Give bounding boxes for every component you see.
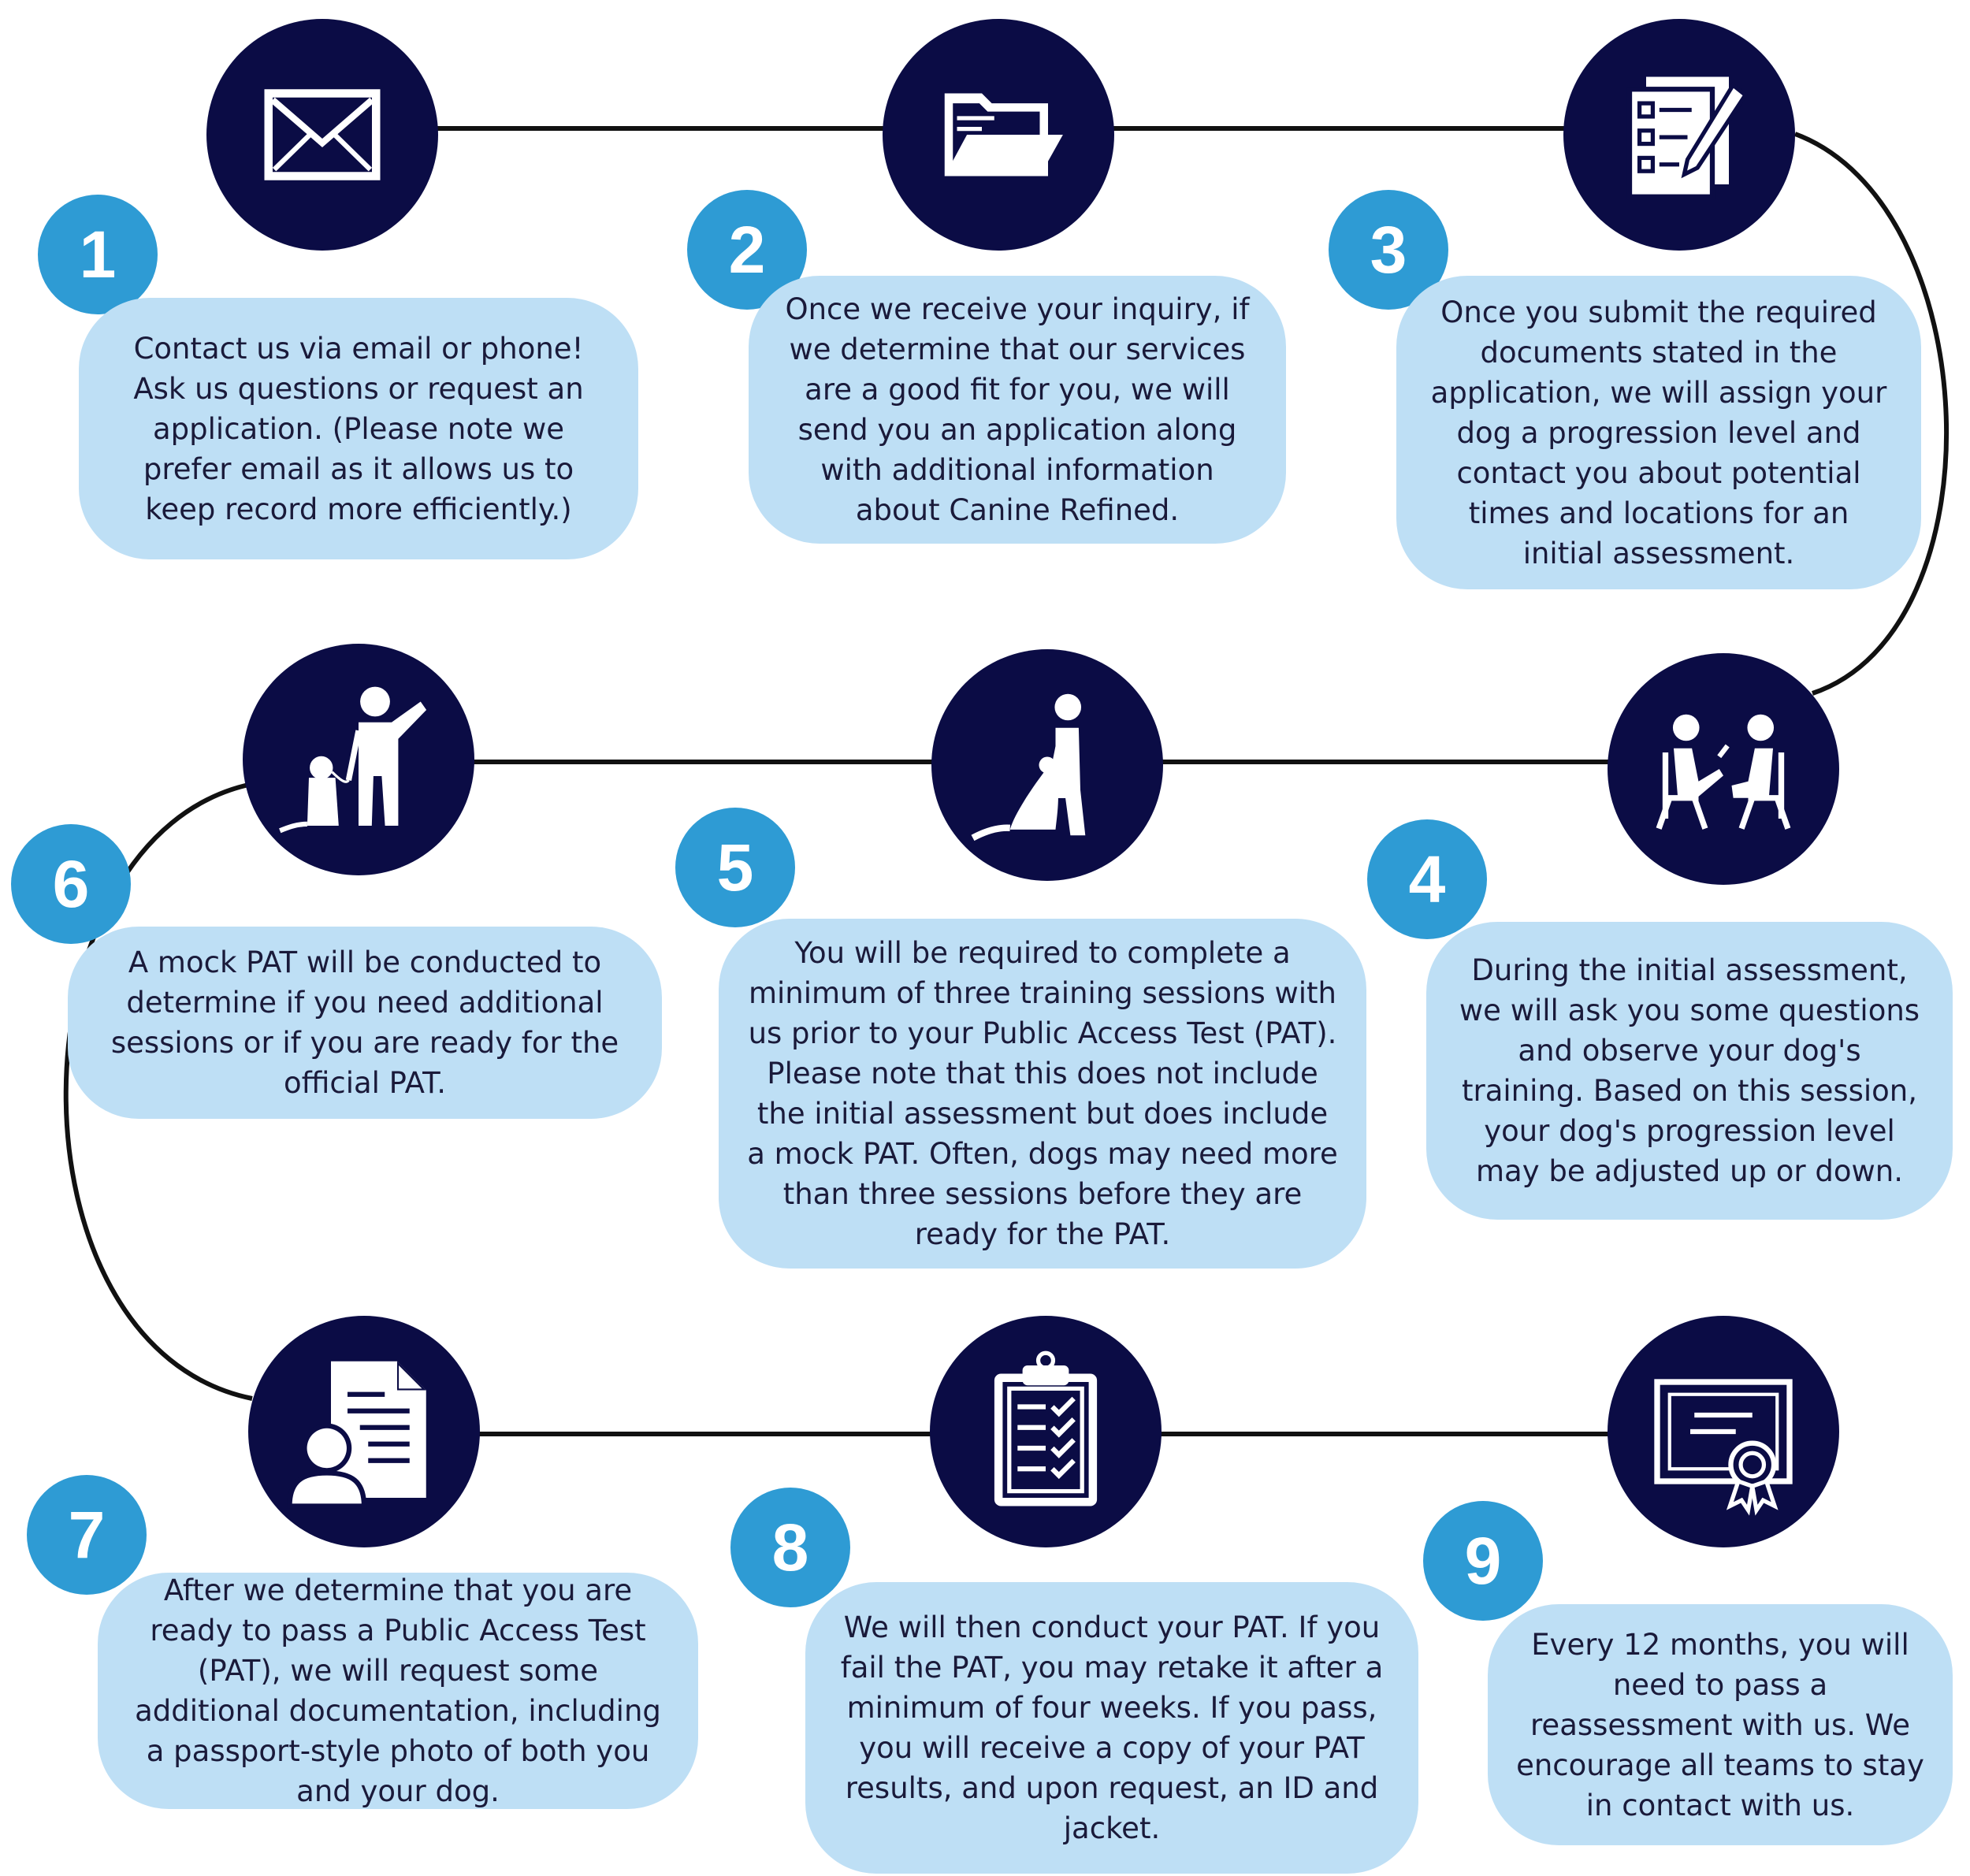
- step-5-description: You will be required to complete a minim…: [719, 919, 1366, 1269]
- step-9-description: Every 12 months, you will need to pass a…: [1488, 1604, 1953, 1845]
- person-with-dog-icon: [279, 686, 427, 834]
- step-2-icon-circle: [883, 19, 1114, 251]
- step-6-number: 6: [11, 824, 131, 944]
- step-4-description: During the initial assessment, we will a…: [1426, 922, 1953, 1220]
- step-7-number: 7: [27, 1475, 147, 1595]
- step-9-number: 9: [1423, 1501, 1543, 1621]
- certificate-icon: [1654, 1379, 1793, 1516]
- step-2-description: Once we receive your inquiry, if we dete…: [749, 276, 1286, 544]
- step-3-description: Once you submit the required documents s…: [1396, 276, 1921, 589]
- folder-icon: [944, 93, 1063, 176]
- step-7-description: After we determine that you are ready to…: [98, 1573, 698, 1809]
- step-8-description: We will then conduct your PAT. If you fa…: [805, 1582, 1418, 1874]
- checklist-pencil-icon: [1626, 76, 1749, 199]
- step-6-icon-circle: [243, 644, 474, 875]
- step-9-icon-circle: [1608, 1316, 1839, 1547]
- step-5-number: 5: [675, 808, 795, 927]
- step-4-number: 4: [1367, 819, 1487, 939]
- interview-icon: [1656, 714, 1791, 830]
- step-1-description: Contact us via email or phone! Ask us qu…: [79, 298, 638, 559]
- step-7-icon-circle: [248, 1316, 480, 1547]
- step-1-icon-circle: [206, 19, 438, 251]
- step-6-description: A mock PAT will be conducted to determin…: [68, 927, 662, 1119]
- step-3-icon-circle: [1563, 19, 1795, 251]
- step-8-number: 8: [730, 1488, 850, 1607]
- envelope-icon: [264, 89, 381, 180]
- step-1-number: 1: [38, 195, 158, 314]
- step-4-icon-circle: [1608, 653, 1839, 885]
- clipboard-checklist-icon: [994, 1350, 1098, 1506]
- step-5-icon-circle: [931, 649, 1163, 881]
- document-person-icon: [287, 1361, 426, 1509]
- step-8-icon-circle: [930, 1316, 1162, 1547]
- dog-training-icon: [971, 693, 1086, 841]
